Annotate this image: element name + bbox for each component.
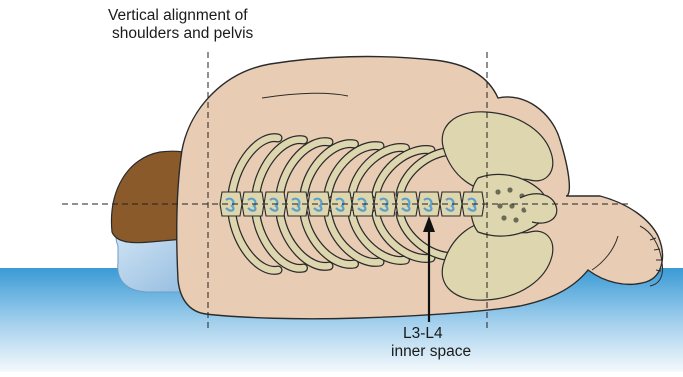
level-label: L3-L4 inner space: [397, 325, 471, 361]
sacral-foramen: [497, 203, 502, 208]
sacral-foramen: [513, 217, 518, 222]
level-label-line2: inner space: [391, 343, 471, 361]
level-label-line1: L3-L4: [397, 325, 471, 343]
sacral-foramen: [501, 215, 506, 220]
alignment-label-line1: Vertical alignment of: [108, 7, 253, 25]
sacral-foramen: [495, 189, 500, 194]
alignment-label: Vertical alignment of shoulders and pelv…: [108, 7, 253, 43]
alignment-label-line2: shoulders and pelvis: [108, 25, 253, 43]
sacral-foramen: [507, 187, 512, 192]
